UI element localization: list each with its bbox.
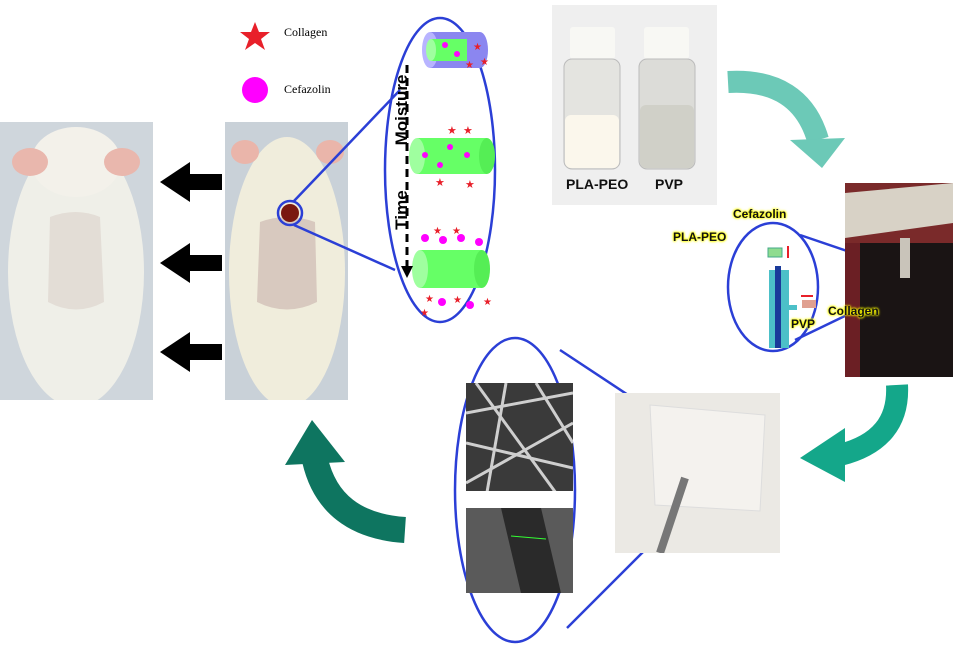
curved-arrow-icon xyxy=(285,420,407,543)
curved-arrow-icon xyxy=(727,70,845,168)
cylinder-released: ★ ★ ★ ★ ★ ★ xyxy=(412,226,492,319)
red-star-icon xyxy=(240,22,270,50)
svg-text:★: ★ xyxy=(473,42,482,53)
svg-text:★: ★ xyxy=(452,226,461,237)
black-arrows xyxy=(160,162,222,372)
microscopy-images xyxy=(466,383,573,593)
svg-text:★: ★ xyxy=(480,57,489,68)
coaxial-schematic xyxy=(767,246,816,348)
black-arrow-icon xyxy=(160,332,222,372)
legend-collagen-label: Collagen xyxy=(284,25,328,39)
nanofiber-mat-photo xyxy=(615,393,780,553)
svg-text:★: ★ xyxy=(483,297,492,308)
vial-label-pvp: PVP xyxy=(655,176,684,192)
vials-photo xyxy=(552,5,717,205)
svg-text:★: ★ xyxy=(425,294,434,305)
cylinder-swelling: ★★★★★ xyxy=(409,125,495,191)
drug-release-diagram: ★★★ ★★★★★ ★★★★★★ xyxy=(401,32,495,319)
black-arrow-icon xyxy=(160,162,222,202)
svg-text:★: ★ xyxy=(435,177,445,189)
electrospinning-photo xyxy=(845,183,953,377)
rat-wound-photo xyxy=(225,122,348,400)
magenta-circle-icon xyxy=(242,77,268,103)
svg-text:★: ★ xyxy=(465,60,474,71)
label-pla-peo: PLA-PEO xyxy=(673,230,727,244)
curved-arrow-icon xyxy=(800,384,909,482)
svg-text:★: ★ xyxy=(420,308,429,319)
svg-text:★: ★ xyxy=(433,226,442,237)
svg-text:★: ★ xyxy=(447,125,457,137)
black-arrow-icon xyxy=(160,243,222,283)
legend-icons xyxy=(240,22,270,103)
legend-cefazolin-label: Cefazolin xyxy=(284,82,331,96)
svg-text:★: ★ xyxy=(453,295,462,306)
svg-text:★: ★ xyxy=(465,179,475,191)
label-collagen: Collagen xyxy=(828,304,879,318)
label-cefazolin: Cefazolin xyxy=(733,207,787,221)
svg-text:★: ★ xyxy=(463,125,473,137)
rat-healed-photo xyxy=(0,122,153,400)
label-pvp: PVP xyxy=(791,317,816,331)
vial-label-pla-peo: PLA-PEO xyxy=(566,176,629,192)
cylinder-intact: ★ ★ ★ xyxy=(422,32,489,71)
